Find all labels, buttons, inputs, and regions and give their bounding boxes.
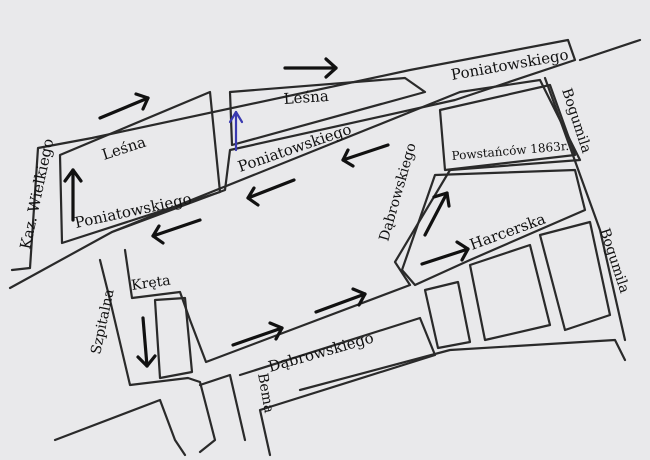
block-lesna-east <box>228 76 427 147</box>
label-dabrowskiego-bottom: Dąbrowskiego <box>266 329 375 376</box>
arrow-lesna-west <box>98 92 150 120</box>
label-bema: Bema <box>254 372 277 414</box>
arrow-dabrowskiego-east <box>314 287 367 314</box>
arrow-poniatowskiego-west <box>151 218 202 245</box>
label-szpitalna: Szpitalna <box>88 288 117 356</box>
label-lesna-top: Leśna <box>283 87 329 108</box>
street-poniatowskiego-east <box>578 38 642 62</box>
label-dabrowskiego-vertical: Dąbrowskiego <box>376 141 419 243</box>
block-south-east-1 <box>468 243 552 342</box>
block-south-east-2 <box>538 220 612 332</box>
street-szpitalna <box>98 258 217 454</box>
arrow-dabrowskiego-west <box>231 321 284 347</box>
arrow-kaz-wielkiego-up <box>63 168 83 222</box>
arrow-top-right <box>283 57 338 79</box>
arrow-kreta-down <box>136 316 157 368</box>
label-kreta: Kręta <box>130 273 171 294</box>
arrow-harcerska-up <box>423 191 451 237</box>
arrow-harcerska-east <box>420 240 470 266</box>
arrow-poniatowskiego-middle <box>341 143 390 168</box>
street-bogumila <box>543 76 627 342</box>
street-lines <box>8 38 642 457</box>
block-harcerska <box>400 168 587 287</box>
block-south-east-3 <box>423 280 472 350</box>
block-kreta <box>153 296 194 380</box>
street-south-west <box>53 398 187 457</box>
label-powstancow: Powstańców 1863r. <box>451 139 570 163</box>
label-bogumila-right: Bogumila <box>596 226 632 295</box>
label-lesna-west: Leśna <box>100 133 149 164</box>
street-south <box>298 338 627 392</box>
label-poniatowskiego-left: Poniatowskiego <box>73 190 193 232</box>
block-powstancow <box>438 83 577 172</box>
street-bema-west <box>198 373 247 442</box>
arrow-lesna-up <box>228 110 244 152</box>
street-outline-center <box>110 78 582 364</box>
label-kaz-wielkiego: Kaz. Wielkiego <box>16 137 57 251</box>
arrow-poniatowskiego-center <box>246 178 296 207</box>
